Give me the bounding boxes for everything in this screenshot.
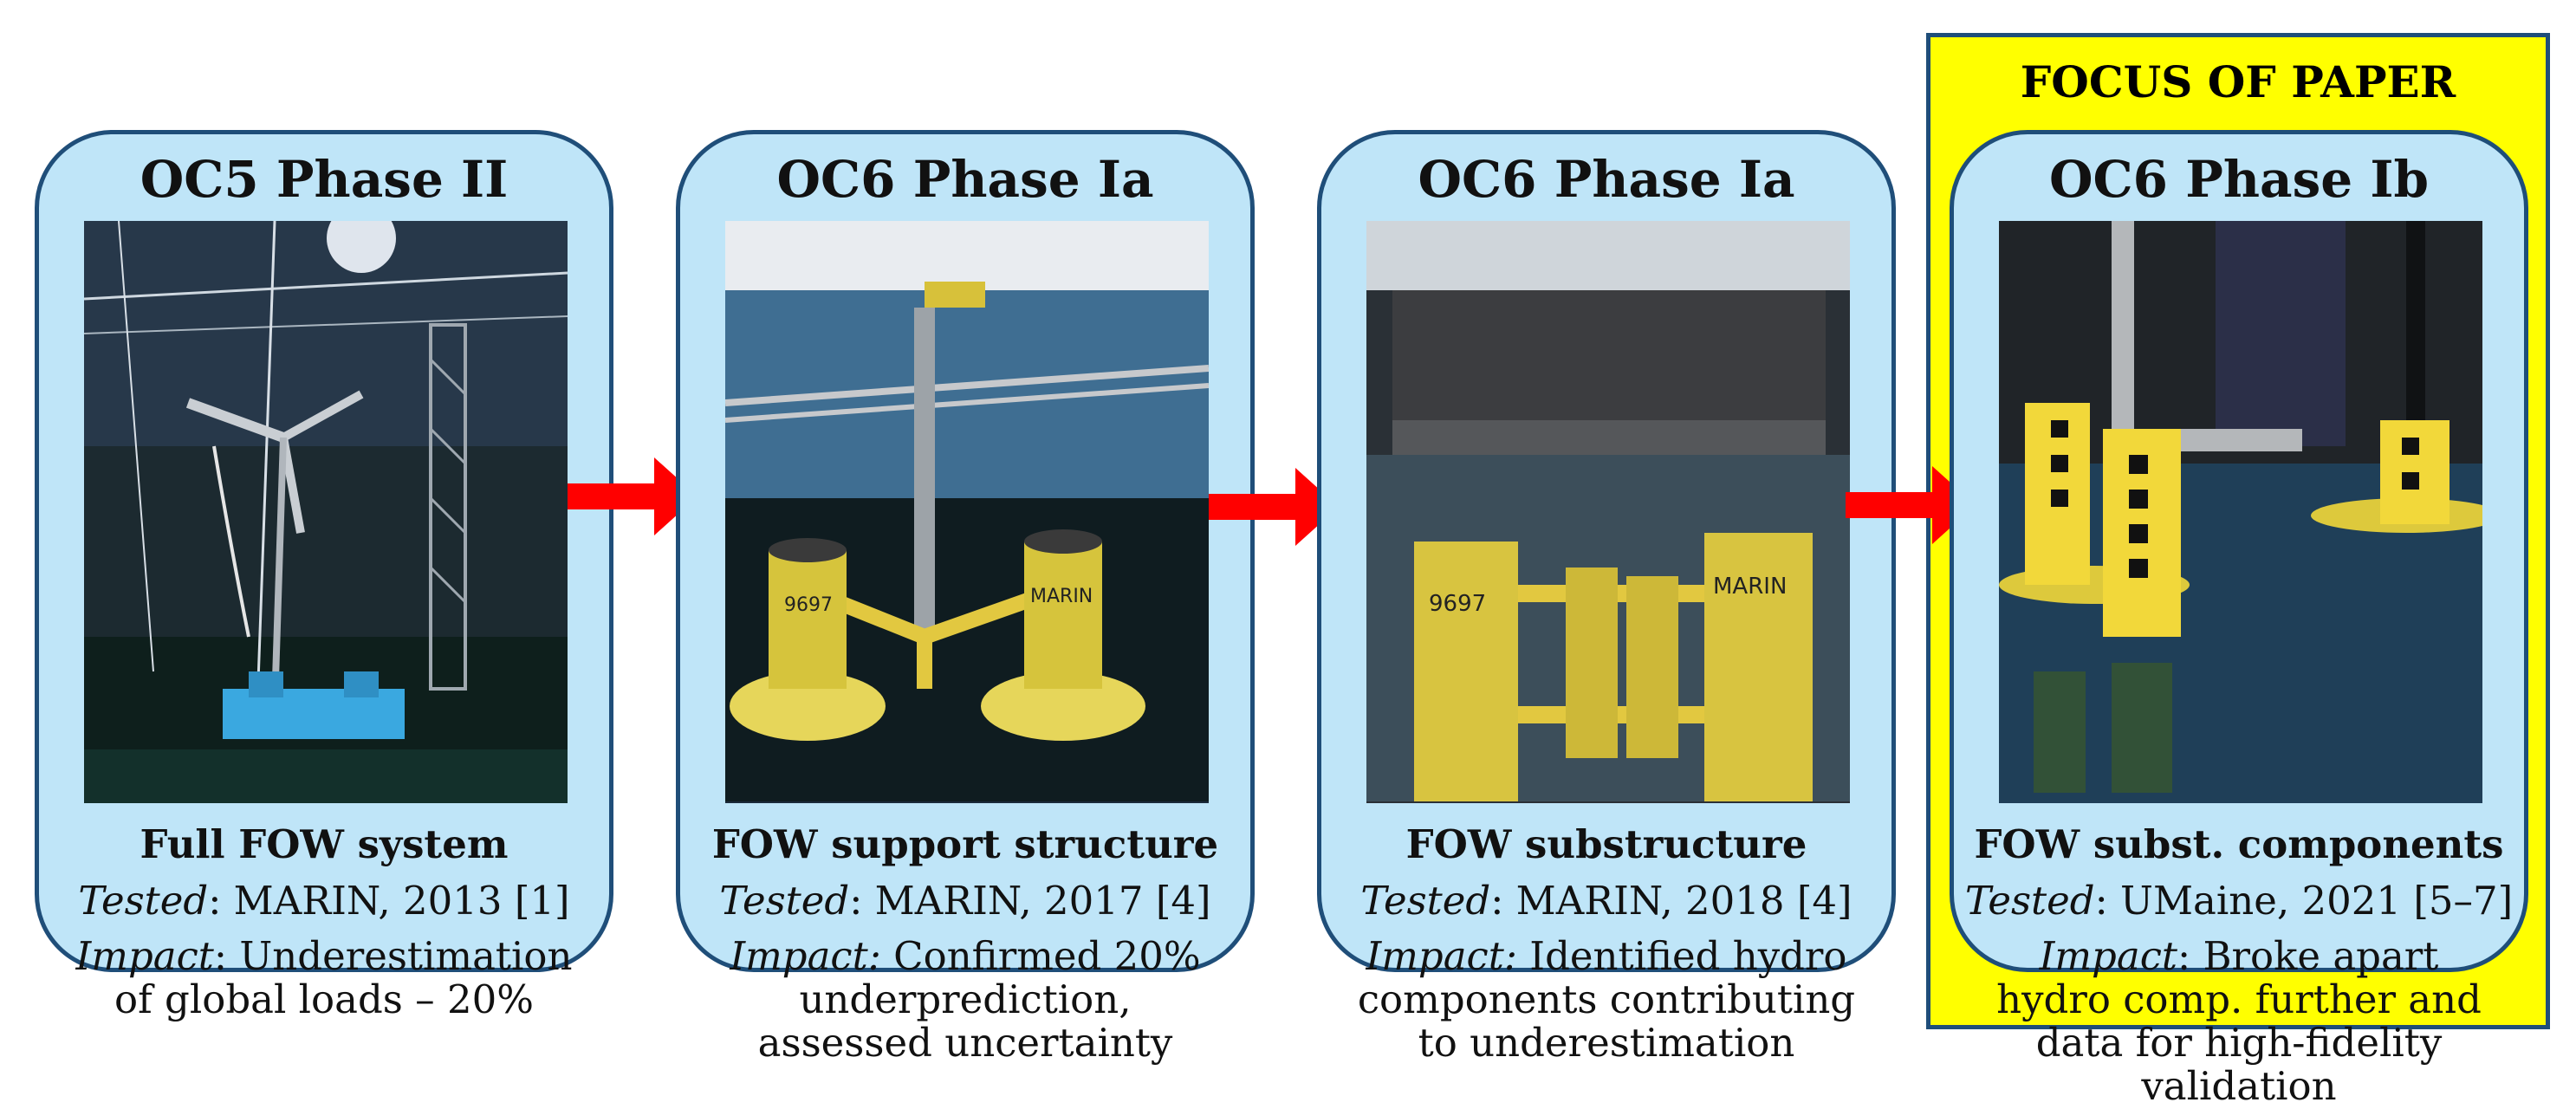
stage-title: OC6 Phase Ia: [1418, 150, 1795, 209]
stage-tested: Tested: MARIN, 2013 [1]: [78, 878, 570, 924]
focus-label: FOCUS OF PAPER: [2020, 56, 2456, 107]
progress-arrow-3: [1846, 466, 1976, 544]
stage-subtitle: FOW support structure: [711, 821, 1219, 867]
progress-arrow-2: [1209, 468, 1339, 546]
stage-card-1: OC5 Phase II Full FOW system: [35, 130, 613, 1021]
photo-label-9697: 9697: [784, 594, 833, 616]
stage-title: OC5 Phase II: [140, 150, 509, 209]
photo-label-marin: MARIN: [1030, 586, 1093, 607]
stage-impact: Impact: Identified hydro components cont…: [1357, 933, 1856, 1066]
stage-tested: Tested: UMaine, 2021 [5–7]: [1964, 878, 2514, 924]
stage-impact: Impact: Underestimation of global loads …: [75, 933, 573, 1022]
stage-subtitle: Full FOW system: [140, 821, 509, 867]
stage-card-3: OC6 Phase Ia 9697 MARIN FOW substructure…: [1317, 130, 1896, 1065]
stage-title: OC6 Phase Ib: [2048, 150, 2430, 209]
stage-subtitle: FOW subst. components: [1974, 821, 2504, 867]
stage-title: OC6 Phase Ia: [776, 150, 1154, 209]
stage-subtitle: FOW substructure: [1405, 821, 1807, 867]
stage-impact: Impact: Broke apart hydro comp. further …: [1996, 933, 2482, 1109]
photo-label-9697: 9697: [1429, 591, 1486, 617]
stage-photo-4: [1999, 221, 2482, 803]
stage-photo-1: [84, 221, 568, 803]
progress-arrow-1: [568, 457, 698, 535]
stage-card-2: OC6 Phase Ia 9697 MARIN FOW support stru…: [676, 130, 1255, 1065]
stage-photo-2: 9697 MARIN: [725, 221, 1209, 803]
photo-label-marin: MARIN: [1713, 574, 1787, 600]
stage-card-4: OC6 Phase Ib FOW subst. comp: [1950, 130, 2528, 1108]
stage-impact: Impact: Confirmed 20% underprediction, a…: [730, 933, 1201, 1066]
stage-photo-3: 9697 MARIN: [1366, 221, 1850, 803]
stage-tested: Tested: MARIN, 2017 [4]: [719, 878, 1211, 924]
stage-tested: Tested: MARIN, 2018 [4]: [1360, 878, 1853, 924]
